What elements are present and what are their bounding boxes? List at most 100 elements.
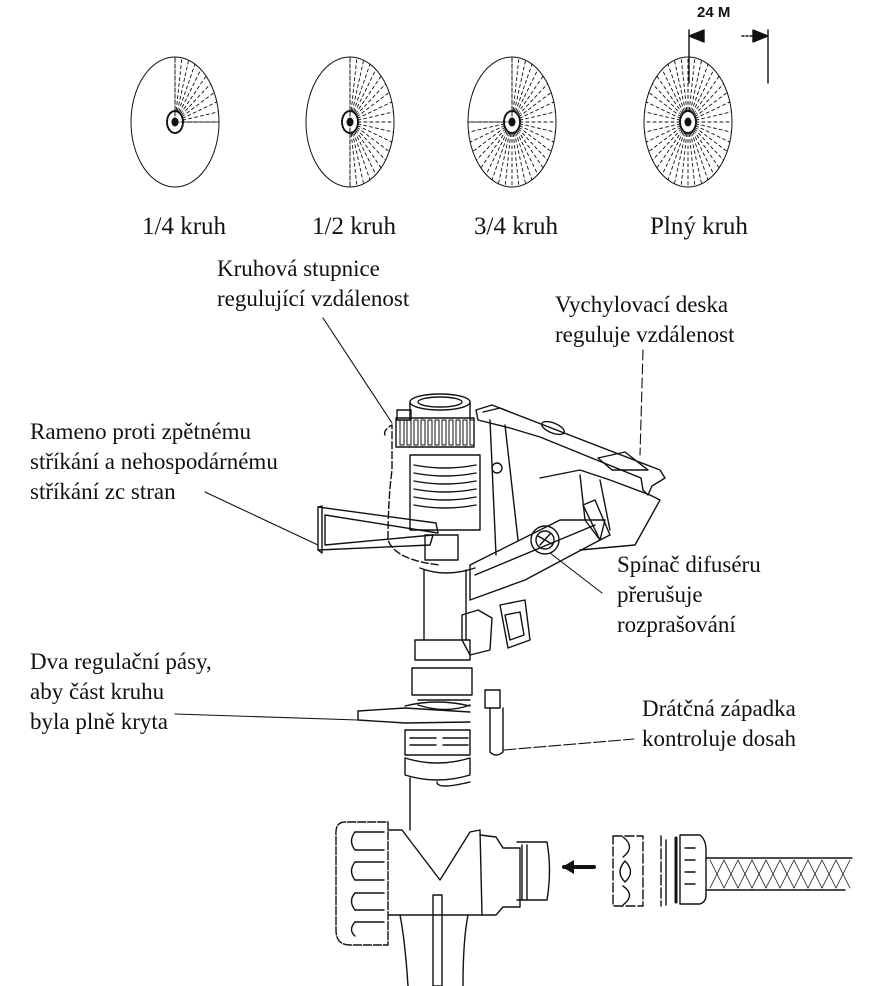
mesh-strand bbox=[765, 859, 781, 889]
spray-ray bbox=[519, 123, 556, 133]
spray-ray bbox=[688, 57, 696, 111]
pattern-label-half: 1/2 kruh bbox=[312, 213, 397, 240]
spray-ray bbox=[353, 131, 371, 181]
spray-ray bbox=[693, 129, 720, 169]
spring-coil bbox=[413, 480, 477, 485]
inner-ring bbox=[166, 110, 184, 134]
mesh-strand bbox=[835, 859, 851, 889]
spray-ray bbox=[504, 133, 512, 187]
spray-ray bbox=[491, 131, 509, 181]
spray-ray bbox=[667, 131, 685, 181]
spray-ray bbox=[350, 133, 358, 187]
callout-latch-line2: kontroluje dosah bbox=[642, 726, 796, 751]
spray-ray bbox=[357, 101, 393, 119]
spray-ray bbox=[176, 59, 190, 112]
spray-ray bbox=[645, 125, 681, 143]
spray-ray bbox=[353, 63, 371, 113]
spray-pattern-3 bbox=[467, 56, 557, 188]
spray-ray bbox=[691, 63, 709, 113]
sprinkler-center-dot bbox=[346, 117, 354, 127]
hose-coupling bbox=[612, 834, 707, 907]
spray-ray bbox=[518, 92, 552, 118]
spray-ray bbox=[182, 111, 219, 121]
spray-ray bbox=[354, 131, 377, 176]
spray-ray bbox=[469, 125, 505, 143]
callout-dial-line2: regulující vzdálenost bbox=[217, 286, 410, 311]
spray-ray bbox=[689, 132, 703, 185]
mesh-strand bbox=[821, 859, 837, 889]
regulation-bands bbox=[357, 701, 471, 781]
callout-diffuser-line3: rozprašování bbox=[617, 612, 736, 637]
spray-ray bbox=[512, 57, 520, 111]
leader-diffuser bbox=[549, 552, 603, 594]
spray-ray bbox=[519, 111, 556, 121]
spray-ray bbox=[175, 57, 183, 111]
wire-latch bbox=[484, 689, 504, 756]
spray-ray bbox=[357, 125, 393, 143]
spray-ray bbox=[517, 129, 544, 169]
spray-ray bbox=[688, 133, 696, 187]
spray-ray bbox=[693, 83, 725, 116]
mesh-strand bbox=[793, 859, 809, 889]
spray-ray bbox=[515, 131, 533, 181]
spray-ray bbox=[648, 92, 682, 118]
spring-coil bbox=[413, 488, 477, 493]
spray-ray bbox=[180, 75, 207, 115]
spray-ray bbox=[648, 126, 682, 152]
spray-ray bbox=[691, 131, 709, 181]
spray-ray bbox=[516, 131, 539, 176]
spray-ray bbox=[695, 101, 731, 119]
spray-ray bbox=[661, 68, 684, 113]
spray-patterns bbox=[130, 56, 733, 188]
spray-ray bbox=[517, 128, 549, 161]
spray-ray bbox=[513, 59, 527, 112]
spray-ray bbox=[519, 125, 555, 143]
spray-ray bbox=[661, 131, 684, 176]
spray-ray bbox=[689, 59, 703, 112]
gear-tooth bbox=[462, 419, 468, 446]
sprinkler-center-dot bbox=[171, 117, 179, 127]
spray-ray bbox=[651, 83, 683, 116]
spray-ray bbox=[178, 63, 196, 113]
spray-ray bbox=[695, 125, 731, 143]
gear-tooth bbox=[434, 419, 440, 446]
callout-dial-line1: Kruhová stupnice bbox=[217, 256, 380, 281]
spray-ray bbox=[518, 126, 552, 152]
spray-ray bbox=[355, 128, 387, 161]
callout-bands-line3: byla plně kryta bbox=[30, 709, 168, 734]
callout-arm-line2: stříkání a nehospodárnému bbox=[30, 449, 278, 474]
spray-ray bbox=[680, 133, 688, 187]
spray-ray bbox=[468, 123, 505, 133]
callout-diffuser-line1: Spínač difuséru bbox=[617, 552, 761, 577]
mesh-strand bbox=[779, 859, 795, 889]
spray-ray bbox=[497, 132, 511, 185]
gear-tooth bbox=[469, 419, 475, 446]
spray-pattern-4 bbox=[643, 56, 733, 188]
sprinkler-center-dot bbox=[508, 117, 516, 127]
spray-ray bbox=[354, 68, 377, 113]
spring-coil bbox=[413, 464, 477, 469]
spray-ray bbox=[480, 129, 507, 169]
spray-ray bbox=[673, 59, 687, 112]
gear-tooth bbox=[420, 419, 426, 446]
spray-ray bbox=[692, 131, 715, 176]
callout-bands: Dva regulační pásy, aby část kruhu byla … bbox=[30, 647, 212, 737]
spray-pattern-1 bbox=[130, 56, 220, 188]
spring-coil bbox=[413, 504, 477, 509]
callout-bands-line1: Dva regulační pásy, bbox=[30, 649, 212, 674]
spray-ray bbox=[355, 75, 382, 115]
spray-ray bbox=[693, 128, 725, 161]
spray-pattern-2 bbox=[305, 56, 395, 188]
callout-diffuser: Spínač difuséru přerušuje rozprašování bbox=[617, 550, 761, 640]
mesh-strand bbox=[723, 859, 739, 889]
callout-arm-line1: Rameno proti zpětnému bbox=[30, 419, 251, 444]
leader-bands bbox=[174, 713, 359, 721]
spray-ray bbox=[693, 75, 720, 115]
spray-ray bbox=[695, 123, 732, 133]
gear-tooth bbox=[399, 419, 405, 446]
hose-mesh bbox=[709, 859, 851, 889]
spray-ray bbox=[485, 131, 508, 176]
spray-ray bbox=[179, 68, 202, 113]
pattern-label-full: Plný kruh bbox=[650, 213, 748, 240]
